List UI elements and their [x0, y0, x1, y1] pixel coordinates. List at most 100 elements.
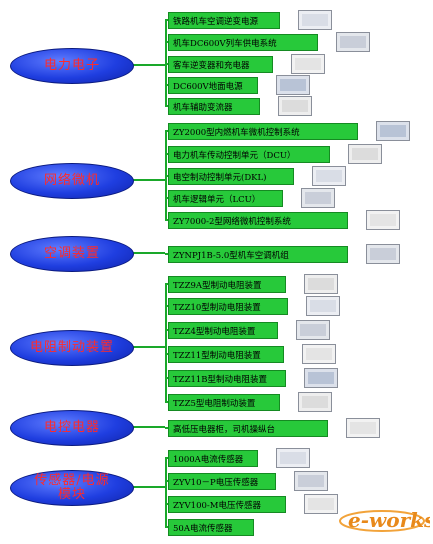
product-image: [301, 188, 335, 208]
item-box[interactable]: TZZ5型电阻制动装置: [168, 394, 280, 411]
item-box[interactable]: DC600V地面电源: [168, 77, 258, 94]
item-label: DC600V地面电源: [173, 81, 243, 92]
item-box[interactable]: TZZ4型制动电阻装置: [168, 322, 278, 339]
product-image: [348, 144, 382, 164]
item-box[interactable]: 50A电流传感器: [168, 519, 254, 536]
category-ellipse: 电阻制动装置: [10, 330, 134, 366]
item-label: TZZ11型制动电阻装置: [173, 350, 261, 361]
item-box[interactable]: TZZ9A型制动电阻装置: [168, 276, 286, 293]
item-box[interactable]: ZY2000型内燃机车微机控制系统: [168, 123, 358, 140]
item-box[interactable]: 客车逆变器和充电器: [168, 56, 273, 73]
item-label: 铁路机车空调逆变电源: [173, 16, 259, 27]
item-box[interactable]: 电力机车传动控制单元（DCU）: [168, 146, 330, 163]
product-image: [278, 96, 312, 116]
product-image: [366, 244, 400, 264]
product-image: [376, 121, 410, 141]
item-connector: [165, 353, 168, 355]
item-label: 机车DC600V列车供电系统: [173, 38, 277, 49]
item-label: ZY7000-2型网络微机控制系统: [173, 216, 291, 227]
connector-trunk: [165, 458, 167, 528]
item-box[interactable]: 铁路机车空调逆变电源: [168, 12, 280, 29]
item-label: 1000A电流传感器: [173, 454, 244, 465]
category-ellipse: 传感器/电源 模块: [10, 470, 134, 506]
item-box[interactable]: ZYNPJ1B-5.0型机车空调机组: [168, 246, 348, 263]
item-connector: [165, 197, 168, 199]
item-box[interactable]: 高低压电器柜，司机操纵台: [168, 420, 328, 437]
item-box[interactable]: TZZ11型制动电阻装置: [168, 346, 284, 363]
item-label: 机车逻辑单元（LCU）: [173, 194, 261, 205]
item-connector: [165, 84, 168, 86]
item-box[interactable]: ZYV10－P电压传感器: [168, 473, 276, 490]
product-image: [346, 418, 380, 438]
item-label: ZYNPJ1B-5.0型机车空调机组: [173, 250, 289, 261]
logo-text: e-works: [348, 508, 430, 532]
item-label: TZZ9A型制动电阻装置: [173, 280, 262, 291]
item-box[interactable]: 机车辅助变流器: [168, 98, 260, 115]
item-label: ZYV100-M电压传感器: [173, 500, 261, 511]
connector-horizontal: [132, 179, 165, 181]
connector-trunk: [165, 284, 167, 403]
item-label: 50A电流传感器: [173, 523, 233, 534]
item-box[interactable]: TZZ11B型制动电阻装置: [168, 370, 286, 387]
item-connector: [165, 19, 168, 21]
item-connector: [165, 305, 168, 307]
item-connector: [165, 175, 168, 177]
item-connector: [165, 153, 168, 155]
item-box[interactable]: ZYV100-M电压传感器: [168, 496, 286, 513]
category-label: 电控电器: [43, 420, 100, 435]
item-label: 客车逆变器和充电器: [173, 60, 250, 71]
product-image: [302, 344, 336, 364]
item-connector: [165, 329, 168, 331]
connector-horizontal: [132, 346, 165, 348]
product-image: [306, 296, 340, 316]
product-image: [298, 10, 332, 30]
product-image: [276, 448, 310, 468]
item-connector: [165, 105, 168, 107]
item-connector: [165, 526, 168, 528]
product-image: [294, 471, 328, 491]
connector-horizontal: [132, 252, 165, 254]
item-box[interactable]: 机车DC600V列车供电系统: [168, 34, 318, 51]
item-label: 电力机车传动控制单元（DCU）: [173, 150, 296, 161]
item-label: 高低压电器柜，司机操纵台: [173, 424, 276, 435]
item-label: ZY2000型内燃机车微机控制系统: [173, 127, 300, 138]
category-label: 空调装置: [43, 246, 100, 261]
item-label: 电空制动控制单元(DKL): [173, 172, 267, 183]
product-image: [304, 494, 338, 514]
connector-horizontal: [132, 64, 165, 66]
item-connector: [165, 427, 168, 429]
item-connector: [165, 480, 168, 482]
product-image: [296, 320, 330, 340]
item-connector: [165, 63, 168, 65]
item-connector: [165, 283, 168, 285]
item-box[interactable]: TZZ10型制动电阻装置: [168, 298, 288, 315]
connector-horizontal: [132, 426, 165, 428]
eworks-logo: e-works: [338, 503, 433, 535]
product-image: [276, 75, 310, 95]
product-image: [366, 210, 400, 230]
product-image: [304, 368, 338, 388]
category-ellipse: 空调装置: [10, 236, 134, 272]
item-connector: [165, 377, 168, 379]
item-box[interactable]: 机车逻辑单元（LCU）: [168, 190, 283, 207]
product-image: [336, 32, 370, 52]
item-label: TZZ11B型制动电阻装置: [173, 374, 268, 385]
item-connector: [165, 503, 168, 505]
item-label: TZZ5型电阻制动装置: [173, 398, 256, 409]
item-label: ZYV10－P电压传感器: [173, 477, 259, 488]
item-box[interactable]: 电空制动控制单元(DKL): [168, 168, 294, 185]
item-connector: [165, 253, 168, 255]
category-ellipse: 电力电子: [10, 48, 134, 84]
item-connector: [165, 401, 168, 403]
item-label: 机车辅助变流器: [173, 102, 233, 113]
product-image: [291, 54, 325, 74]
item-connector: [165, 130, 168, 132]
item-box[interactable]: 1000A电流传感器: [168, 450, 258, 467]
item-box[interactable]: ZY7000-2型网络微机控制系统: [168, 212, 348, 229]
item-label: TZZ10型制动电阻装置: [173, 302, 261, 313]
item-connector: [165, 457, 168, 459]
category-label: 传感器/电源 模块: [34, 473, 110, 502]
item-connector: [165, 41, 168, 43]
category-ellipse: 电控电器: [10, 410, 134, 446]
